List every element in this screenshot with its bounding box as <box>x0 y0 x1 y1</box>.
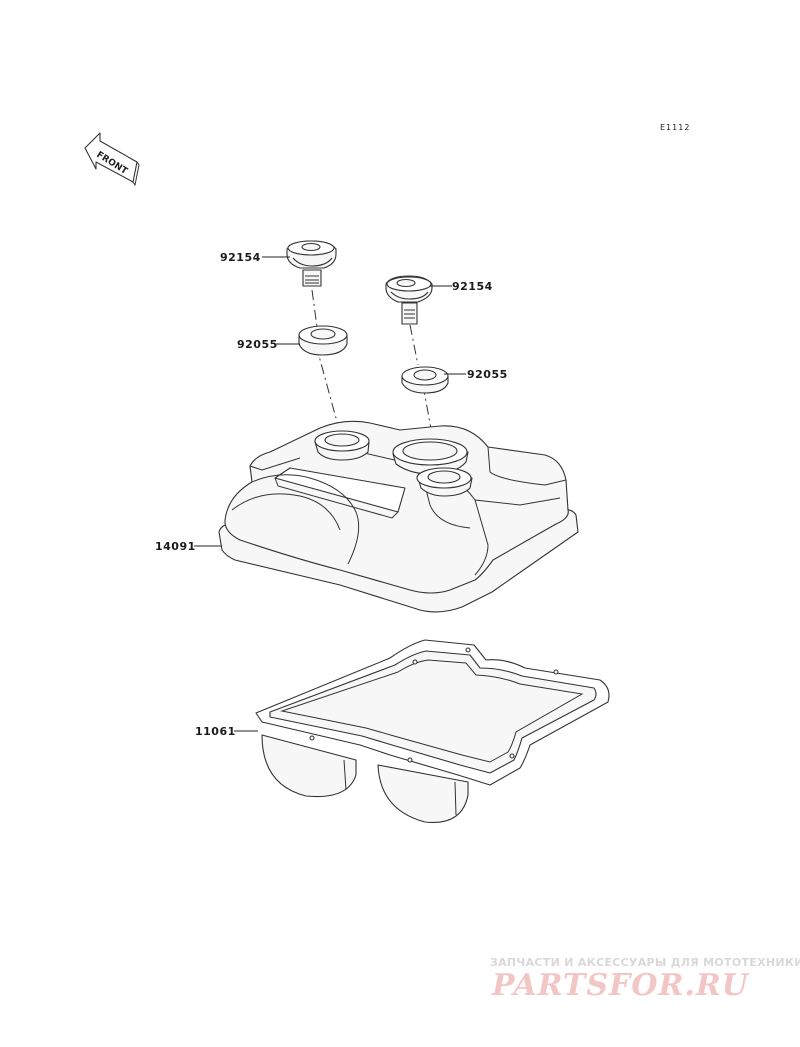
watermark-tagline: ЗАПЧАСТИ И АКСЕССУАРЫ ДЛЯ МОТОТЕХНИКИ <box>490 956 800 969</box>
watermark-brand: PARTSFOR.RU <box>491 968 750 1003</box>
leader-lines <box>194 256 466 732</box>
part-number-label: 92055 <box>467 368 508 381</box>
diagram-code: E1112 <box>660 123 690 132</box>
part-number-label: 92055 <box>237 338 278 351</box>
head-cover-gasket <box>255 639 610 824</box>
part-number-label: 92154 <box>452 280 493 293</box>
cylinder-head-cover <box>218 420 579 613</box>
washer-right <box>401 366 449 394</box>
front-arrow-icon: FRONT <box>84 132 140 187</box>
bolt-right <box>385 275 433 325</box>
washer-left <box>298 325 348 356</box>
cover-boss-left <box>314 430 370 461</box>
part-number-label: 11061 <box>195 725 236 738</box>
bolt-left <box>286 240 337 287</box>
part-number-label: 14091 <box>155 540 196 553</box>
cover-boss-right <box>416 467 473 497</box>
part-number-label: 92154 <box>220 251 261 264</box>
